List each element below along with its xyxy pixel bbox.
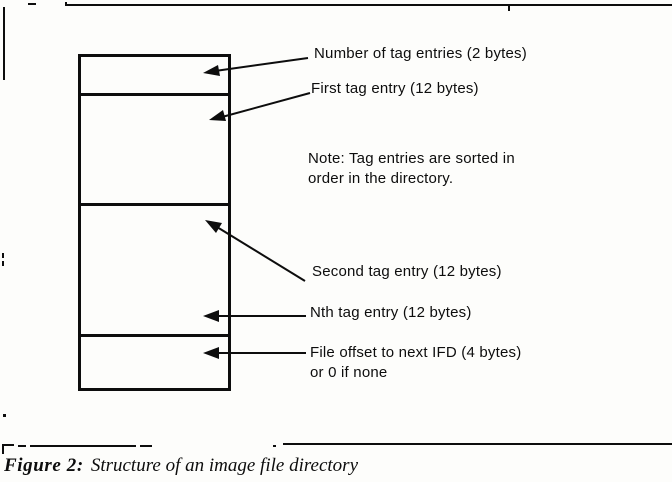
label-nth-tag-entry: Nth tag entry (12 bytes) — [310, 304, 472, 321]
top-rule — [65, 4, 672, 6]
top-rule-dash — [28, 3, 36, 5]
rule-segment — [2, 444, 4, 454]
figure-caption-text: Structure of an image file directory — [90, 455, 359, 476]
note-text: Note: Tag entries are sorted in order in… — [308, 149, 515, 189]
rule-segment — [30, 445, 43, 447]
top-rule-start-tick — [65, 2, 67, 6]
left-margin-speck — [3, 414, 6, 417]
label-file-offset-line1: File offset to next IFD (4 bytes) — [310, 344, 522, 361]
label-first-tag-entry: First tag entry (12 bytes) — [311, 80, 479, 97]
box-divider-3 — [80, 334, 229, 337]
box-divider-2 — [80, 203, 229, 206]
figure-caption-label: Figure 2: — [4, 455, 84, 476]
figure-caption: Figure 2: Structure of an image file dire… — [4, 455, 358, 477]
label-number-of-tag-entries: Number of tag entries (2 bytes) — [314, 45, 527, 62]
top-rule-tick — [508, 4, 510, 11]
label-second-tag-entry: Second tag entry (12 bytes) — [312, 263, 502, 280]
ifd-box — [78, 54, 231, 391]
rule-segment — [43, 445, 136, 447]
left-margin-line — [3, 7, 5, 80]
left-margin-speck — [2, 253, 4, 258]
label-file-offset-line2: or 0 if none — [310, 364, 388, 381]
note-line1: Note: Tag entries are sorted in — [308, 150, 515, 167]
box-divider-1 — [80, 93, 229, 96]
rule-segment — [283, 443, 672, 445]
label-file-offset: File offset to next IFD (4 bytes) or 0 i… — [310, 343, 521, 383]
rule-segment — [18, 445, 26, 447]
rule-segment — [2, 444, 14, 446]
note-line2: order in the directory. — [308, 170, 454, 187]
rule-segment — [273, 445, 276, 447]
left-margin-speck — [2, 261, 4, 266]
rule-segment — [140, 445, 152, 447]
